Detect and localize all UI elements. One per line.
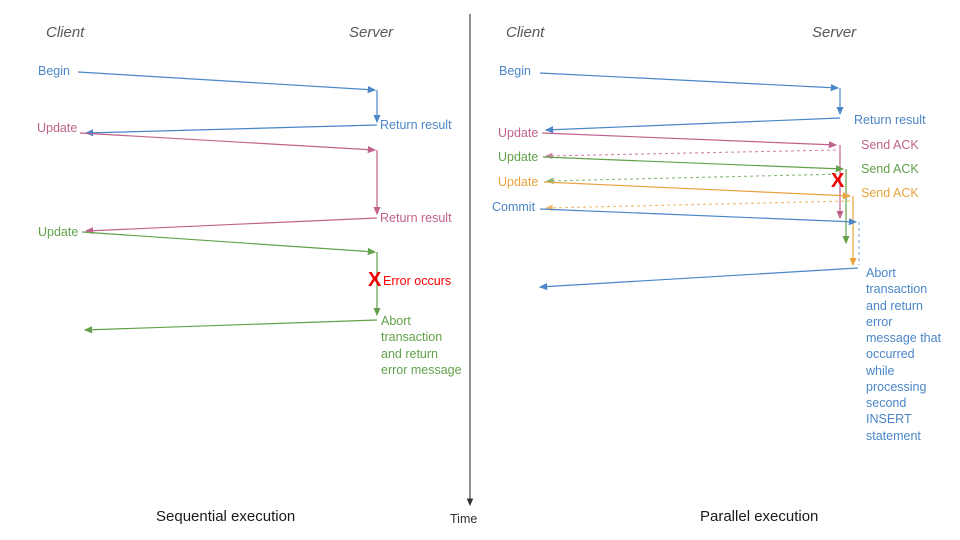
arrow-abort-blue-r [538, 267, 859, 291]
right-message-begin: Begin [499, 64, 531, 78]
left-message-update-2: Update [38, 225, 79, 239]
arrow-abort-green [83, 319, 378, 334]
arrow-ack-pink-dotted [544, 149, 837, 160]
arrow-return-result-blue-r [544, 117, 841, 134]
right-message-send-ack-3: Send ACK [861, 186, 919, 200]
arrow-update-1-request-r [541, 132, 838, 149]
right-panel-caption: Parallel execution [700, 508, 819, 525]
arrow-ack-green-dotted [545, 173, 844, 185]
arrow-update-2-request-r [542, 156, 845, 173]
right-message-return-result: Return result [854, 113, 926, 127]
arrow-update-3-request-r [543, 181, 852, 200]
right-error-x-icon: X [831, 170, 845, 192]
right-message-commit: Commit [492, 200, 536, 214]
right-message-send-ack-2: Send ACK [861, 162, 919, 176]
arrow-ack-orange-dotted [544, 200, 851, 212]
arrow-update-2-request [81, 231, 377, 256]
left-panel-arrows [77, 71, 381, 334]
time-axis-label: Time [450, 512, 478, 526]
arrow-begin-request-r [539, 72, 840, 92]
right-message-update-3: Update [498, 175, 539, 189]
right-message-send-ack-1: Send ACK [861, 138, 919, 152]
right-server-actor-label: Server [812, 24, 857, 41]
right-client-actor-label: Client [506, 24, 545, 41]
left-message-return-result-2: Return result [380, 211, 452, 225]
left-message-begin: Begin [38, 64, 70, 78]
right-message-update-1: Update [498, 126, 539, 140]
left-abort-message: Abort transaction and return error messa… [381, 314, 462, 377]
right-message-update-2: Update [498, 150, 539, 164]
left-panel-caption: Sequential execution [156, 508, 296, 525]
left-message-return-result-1: Return result [380, 118, 452, 132]
left-error-occurs-label: Error occurs [383, 274, 452, 288]
left-server-actor-label: Server [349, 24, 394, 41]
arrow-return-result-blue [84, 124, 378, 137]
arrow-begin-request [77, 71, 377, 94]
left-message-update-1: Update [37, 121, 78, 135]
arrow-return-result-pink [84, 217, 378, 235]
left-error-x-icon: X [368, 269, 382, 291]
arrow-update-1-request [79, 132, 377, 154]
left-client-actor-label: Client [46, 24, 85, 41]
arrow-commit-request [539, 208, 858, 226]
right-panel-arrows [538, 72, 860, 291]
right-abort-message: Abort transaction and return error messa… [866, 266, 942, 443]
